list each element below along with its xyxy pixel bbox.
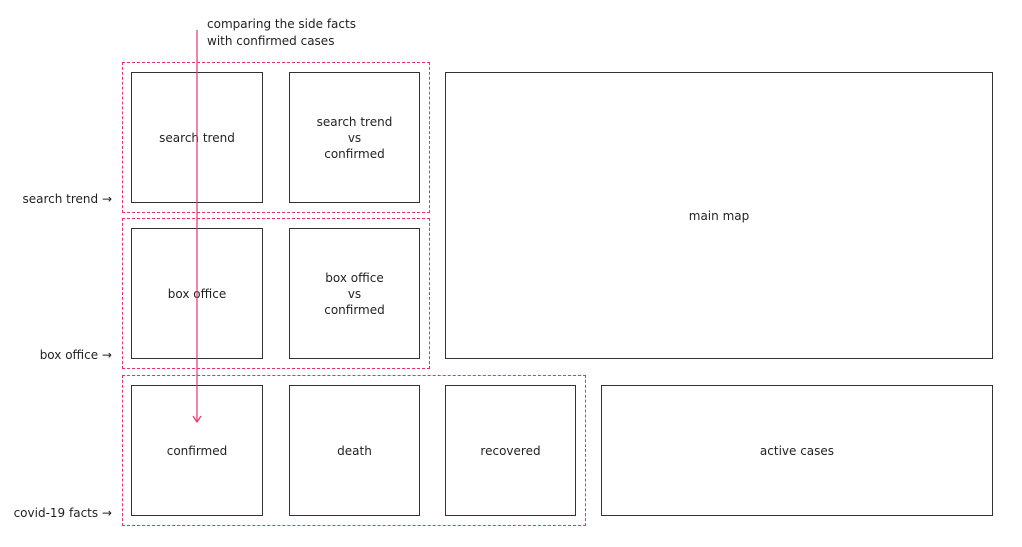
main-map-panel: main map <box>445 72 993 359</box>
comparison-arrowhead-icon <box>192 415 202 424</box>
active-cases-panel: active cases <box>601 385 993 516</box>
box-office-vs-confirmed-panel: box office vs confirmed <box>289 228 420 359</box>
recovered-panel: recovered <box>445 385 576 516</box>
comparison-annotation: comparing the side facts with confirmed … <box>207 17 356 48</box>
covid-facts-group <box>122 375 586 526</box>
death-panel: death <box>289 385 420 516</box>
search-trend-label: search trend → <box>22 192 112 206</box>
search-trend-group <box>122 62 430 213</box>
box-office-label: box office → <box>39 348 112 362</box>
covid-facts-label: covid-19 facts → <box>13 506 112 520</box>
box-office-group <box>122 218 430 369</box>
search-trend-vs-confirmed-panel: search trend vs confirmed <box>289 72 420 203</box>
